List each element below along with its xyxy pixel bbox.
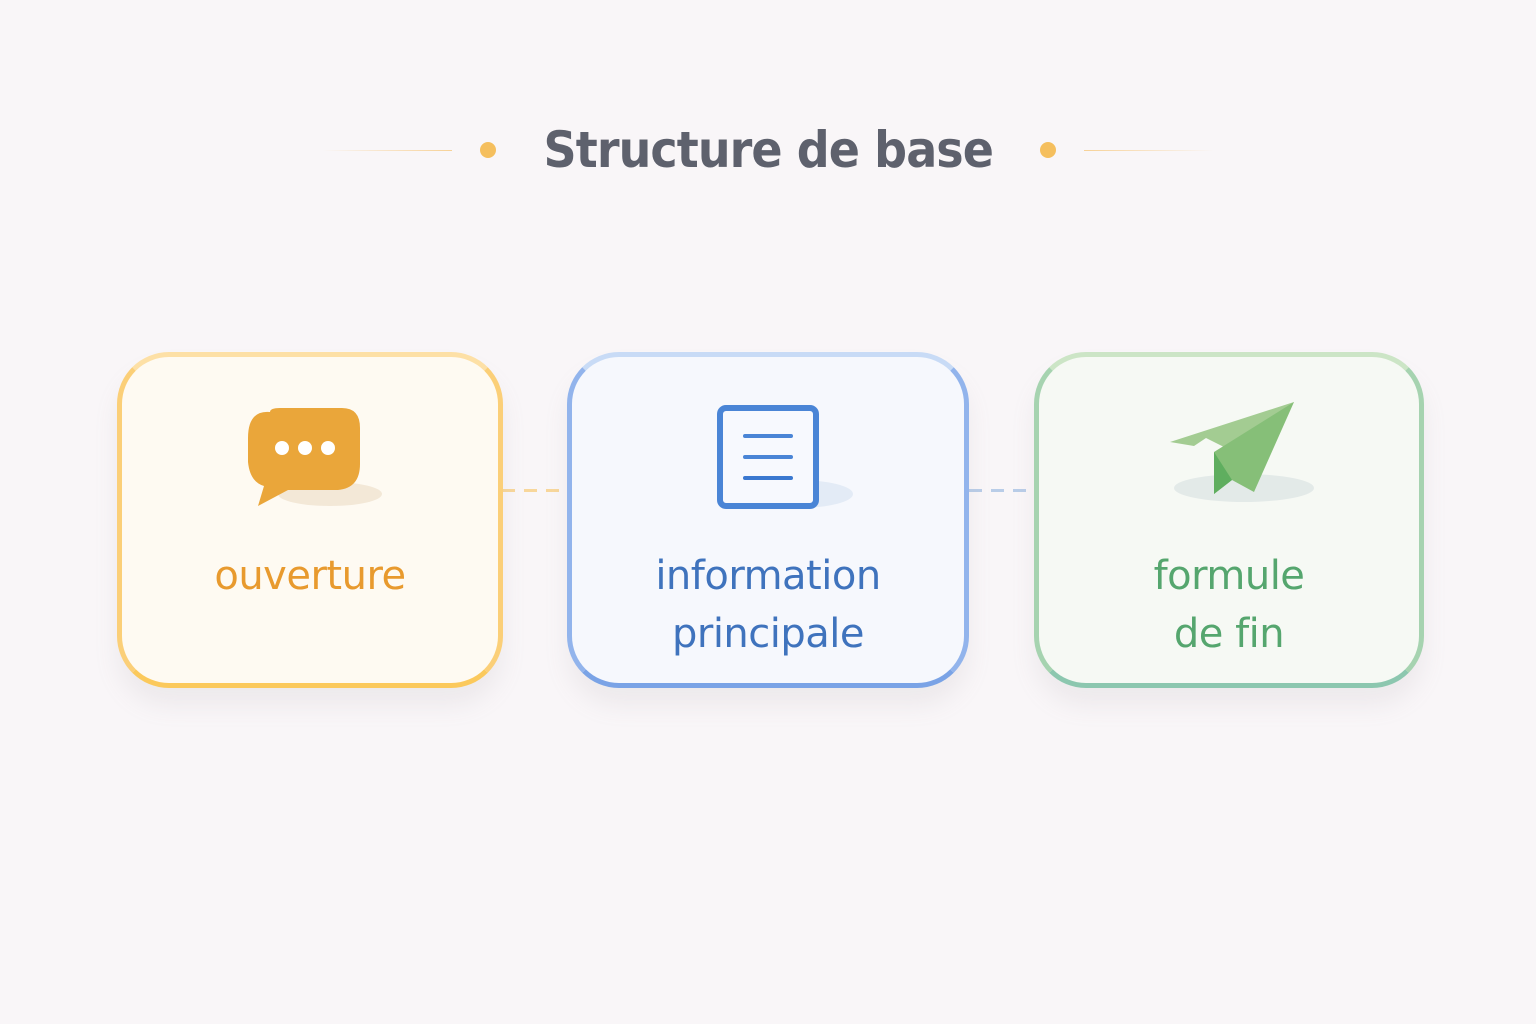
- step-card-information-principale: information principale: [567, 352, 969, 688]
- page-title: Structure de base: [543, 121, 993, 179]
- connector-1-2: [502, 489, 568, 492]
- step-label: ouverture: [214, 553, 406, 599]
- paper-plane-icon: [1170, 402, 1314, 502]
- step-label-line-1: formule: [1153, 553, 1305, 599]
- step-label: formule de fin: [1039, 547, 1419, 663]
- step-label-line-2: de fin: [1173, 611, 1285, 657]
- document-icon: [717, 405, 853, 509]
- title-dot-left: [479, 142, 496, 158]
- step-card-ouverture: ouverture: [117, 352, 503, 688]
- step-card-formule-de-fin: formule de fin: [1034, 352, 1424, 688]
- step-label-line-2: principale: [671, 611, 865, 657]
- title-bar: Structure de base: [0, 110, 1536, 190]
- title-divider-right: [1084, 149, 1215, 151]
- title-divider-left: [321, 149, 452, 151]
- step-label: information principale: [572, 547, 964, 663]
- speech-bubble-icon: [248, 408, 382, 506]
- title-dot-right: [1040, 142, 1057, 158]
- connector-2-3: [969, 489, 1035, 492]
- step-label-line-1: information: [655, 553, 881, 599]
